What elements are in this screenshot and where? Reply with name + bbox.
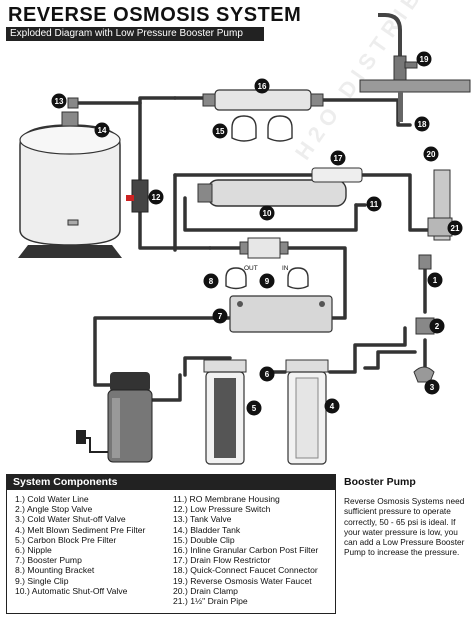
callout-number-14: 14 [98,126,107,135]
tubing-lines [73,96,434,402]
component-item: 7.) Booster Pump [15,555,82,566]
component-item: 15.) Double Clip [173,534,235,545]
component-item: 16.) Inline Granular Carbon Post Filter [173,545,319,556]
pressure-switch [126,179,149,213]
component-item: 20.) Drain Clamp [173,585,238,596]
callout-number-18: 18 [418,120,427,129]
callout-circle-18 [414,116,430,132]
double-clip [231,115,293,142]
callout-number-4: 4 [330,402,335,411]
component-item: 11.) RO Membrane Housing [173,494,280,504]
component-item: 9.) Single Clip [15,575,69,586]
callout-number-11: 11 [370,200,379,209]
callout-number-20: 20 [427,150,436,159]
component-item: 8.) Mounting Bracket [15,565,95,576]
callout-circle-3 [424,379,440,395]
component-item: 1.) Cold Water Line [15,494,89,504]
callout-circle-20 [423,146,439,162]
page-title: REVERSE OSMOSIS SYSTEM [8,4,302,26]
component-item: 2.) Angle Stop Valve [15,504,93,515]
callout-circle-21 [447,220,463,236]
component-item: 10.) Automatic Shut-Off Valve [15,585,128,596]
booster-pump-note: Booster Pump Reverse Osmosis Systems nee… [344,476,468,558]
faucet [359,13,471,122]
callout-circle-8 [203,273,219,289]
callout-circle-5 [246,400,262,416]
callout-circle-13 [51,93,67,109]
callout-number-1: 1 [433,276,438,285]
callout-number-9: 9 [265,277,270,286]
flow-restrictor [311,167,363,183]
callout-circle-16 [254,78,270,94]
component-item: 3.) Cold Water Shut-off Valve [15,514,126,525]
tank-valve [67,97,79,109]
callout-circle-9 [259,273,275,289]
callout-circle-14 [94,122,110,138]
component-item: 12.) Low Pressure Switch [173,504,271,515]
callout-number-17: 17 [334,154,343,163]
booster-pump [76,372,153,463]
bladder-tank [18,111,122,258]
post-filter [202,89,324,111]
callout-number-19: 19 [420,55,429,64]
callout-number-6: 6 [265,370,270,379]
single-clip [225,267,309,290]
callout-circle-10 [259,205,275,221]
callout-number-5: 5 [252,404,257,413]
component-item: 5.) Carbon Block Pre Filter [15,534,117,545]
shutoff-valve [239,237,289,259]
callout-circle-19 [416,51,432,67]
callout-number-13: 13 [55,97,64,106]
sediment-prefilter [285,359,329,465]
component-item: 13.) Tank Valve [173,514,232,525]
callout-circle-15 [212,123,228,139]
callout-number-10: 10 [263,209,272,218]
callout-number-15: 15 [216,127,225,136]
callout-number-3: 3 [430,383,435,392]
booster-text: Reverse Osmosis Systems need sufficient … [344,496,465,558]
callout-number-21: 21 [451,224,460,233]
callout-circle-17 [330,150,346,166]
membrane-housing [197,179,347,207]
in-label: IN [282,265,289,272]
booster-title: Booster Pump [344,476,416,488]
carbon-prefilter [203,359,247,465]
mounting-bracket [229,295,333,333]
components-heading: System Components [7,475,335,490]
callout-number-12: 12 [152,193,161,202]
component-item: 18.) Quick-Connect Faucet Connector [173,565,318,576]
callout-circle-4 [324,398,340,414]
component-item: 17.) Drain Flow Restrictor [173,555,271,566]
callout-number-16: 16 [258,82,267,91]
component-item: 4.) Melt Blown Sediment Pre Filter [15,524,146,535]
component-item: 14.) Bladder Tank [173,524,241,535]
callout-number-2: 2 [435,322,440,331]
drain-pipe [427,169,453,241]
callout-circle-2 [429,318,445,334]
out-label: OUT [244,265,258,272]
callout-circle-1 [427,272,443,288]
component-item: 19.) Reverse Osmosis Water Faucet [173,575,312,586]
component-item: 21.) 1½" Drain Pipe [173,596,248,607]
component-item: 6.) Nipple [15,545,52,556]
callout-circle-6 [259,366,275,382]
callout-circle-12 [148,189,164,205]
callout-circle-11 [366,196,382,212]
callout-circle-7 [212,308,228,324]
callout-number-7: 7 [218,312,223,321]
page-subtitle: Exploded Diagram with Low Pressure Boost… [6,27,264,41]
callout-number-8: 8 [209,277,214,286]
